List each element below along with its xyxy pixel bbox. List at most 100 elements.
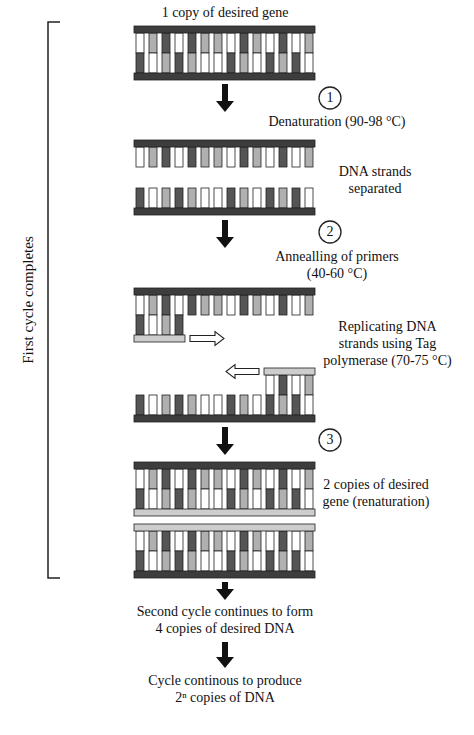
flow-arrow [216,642,234,668]
nucleotide-base [266,395,274,415]
nucleotide-base [279,489,287,509]
nucleotide-base [279,188,287,208]
new-strand [134,489,315,516]
nucleotide-base [292,531,300,551]
nucleotide-base [175,188,183,208]
nucleotide-base [305,53,313,73]
nucleotide-base [175,489,183,509]
nucleotide-base [292,551,300,571]
nucleotide-base [136,551,144,571]
sugar-backbone [134,415,315,422]
dna-strand [134,288,315,315]
nucleotide-base [292,53,300,73]
nucleotide-base [227,489,235,509]
nucleotide-base [162,469,170,489]
step-label: Cycle continous to produce 2ⁿ copies of … [145,672,305,706]
step-number: 3 [327,432,334,448]
nucleotide-base [227,53,235,73]
nucleotide-base [240,188,248,208]
nucleotide-base [175,33,183,53]
nucleotide-base [227,295,235,315]
nucleotide-base [201,395,209,415]
nucleotide-base [175,531,183,551]
nucleotide-base [188,188,196,208]
new-strand [134,524,315,551]
nucleotide-base [214,33,222,53]
nucleotide-base [292,489,300,509]
dna-strand [134,26,315,53]
nucleotide-base [188,53,196,73]
nucleotide-base [253,489,261,509]
nucleotide-base [292,147,300,167]
nucleotide-base [214,531,222,551]
nucleotide-base [279,469,287,489]
nucleotide-base [214,53,222,73]
nucleotide-base [214,489,222,509]
nucleotide-base [266,53,274,73]
step-number-circle: 3 [318,428,342,452]
nucleotide-base [227,551,235,571]
nucleotide-base [201,469,209,489]
nucleotide-base [292,469,300,489]
nucleotide-base [266,375,274,395]
nucleotide-base [149,551,157,571]
nucleotide-base [305,33,313,53]
nucleotide-base [175,53,183,73]
nucleotide-base [175,295,183,315]
nucleotide-base [136,53,144,73]
nucleotide-base [201,188,209,208]
nucleotide-base [214,551,222,571]
nucleotide-base [227,33,235,53]
sugar-backbone [134,524,315,531]
dna-strand [134,551,315,578]
nucleotide-base [253,395,261,415]
step-label: Denaturation (90-98 °C) [262,113,412,130]
nucleotide-base [279,395,287,415]
nucleotide-base [149,295,157,315]
nucleotide-base [162,395,170,415]
nucleotide-base [136,395,144,415]
flow-arrow [216,84,234,112]
nucleotide-base [253,551,261,571]
step-label: Second cycle continues to form 4 copies … [134,603,316,637]
nucleotide-base [292,375,300,395]
step-label: Annealling of primers (40-60 °C) [267,248,407,282]
nucleotide-base [253,147,261,167]
nucleotide-base [292,188,300,208]
nucleotide-base [149,53,157,73]
nucleotide-base [227,531,235,551]
vertical-label: First cycle completes [20,236,37,363]
nucleotide-base [188,531,196,551]
nucleotide-base [136,295,144,315]
nucleotide-base [253,295,261,315]
nucleotide-base [162,147,170,167]
nucleotide-base [201,295,209,315]
nucleotide-base [201,551,209,571]
nucleotide-base [227,395,235,415]
nucleotide-base [149,33,157,53]
nucleotide-base [214,469,222,489]
step-label: 1 copy of desired gene [110,4,340,21]
sugar-backbone [134,208,315,215]
nucleotide-base [162,531,170,551]
nucleotide-base [305,489,313,509]
nucleotide-base [253,53,261,73]
nucleotide-base [188,489,196,509]
nucleotide-base [162,33,170,53]
nucleotide-base [227,469,235,489]
dna-strand [134,462,315,489]
nucleotide-base [175,147,183,167]
nucleotide-base [227,188,235,208]
nucleotide-base [149,531,157,551]
nucleotide-base [305,375,313,395]
nucleotide-base [162,489,170,509]
sugar-backbone [134,462,315,469]
nucleotide-base [227,147,235,167]
nucleotide-base [305,147,313,167]
step-label: Replicating DNA strands using Tag polyme… [320,318,455,369]
nucleotide-base [240,489,248,509]
nucleotide-base [175,469,183,489]
nucleotide-base [240,147,248,167]
sugar-backbone [134,140,315,147]
